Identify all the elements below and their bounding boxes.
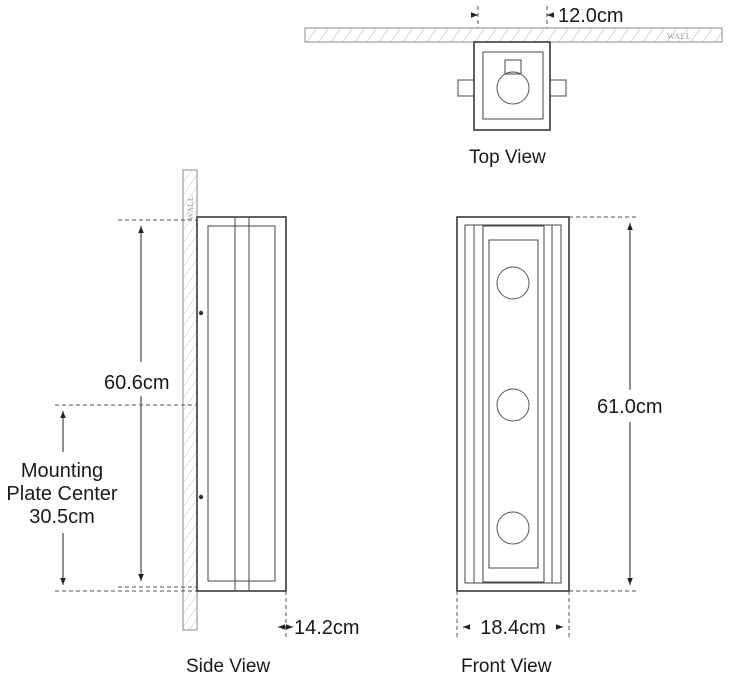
wall-label-side: WALL (186, 196, 195, 220)
front-view-title: Front View (461, 656, 552, 677)
front-width-dim (456, 591, 570, 640)
top-depth-dim (471, 6, 554, 28)
top-fixture (457, 41, 567, 131)
wall-top (304, 27, 723, 43)
front-height-dim (569, 216, 637, 592)
side-view-title: Side View (186, 656, 270, 677)
mounting-label-line2: Plate Center (6, 483, 118, 505)
mounting-dim (55, 404, 197, 592)
side-depth-dim (278, 591, 293, 640)
mounting-label-line1: Mounting (21, 460, 103, 482)
bulb-front-3 (496, 511, 530, 545)
wall-side (182, 169, 198, 631)
wall-label-top: WALL (667, 32, 691, 41)
front-fixture (456, 216, 570, 592)
side-height-label: 60.6cm (104, 372, 170, 394)
bulb-front-2 (496, 388, 530, 422)
front-view: 61.0cm 18.4cm Front View (456, 216, 663, 677)
top-view-title: Top View (469, 147, 546, 168)
side-view: WALL 60.6cm Mounting Plate Center 30.5cm (6, 169, 360, 677)
front-height-label: 61.0cm (597, 396, 663, 418)
top-depth-label: 12.0cm (558, 5, 624, 27)
side-fixture (196, 216, 287, 592)
front-width-label: 18.4cm (480, 617, 546, 639)
top-view: WALL 12.0cm Top View (304, 5, 723, 168)
bulb-top (496, 71, 530, 105)
side-height-dim (118, 219, 197, 588)
side-depth-label: 14.2cm (294, 617, 360, 639)
mounting-value: 30.5cm (29, 506, 95, 528)
bulb-front-1 (496, 266, 530, 300)
